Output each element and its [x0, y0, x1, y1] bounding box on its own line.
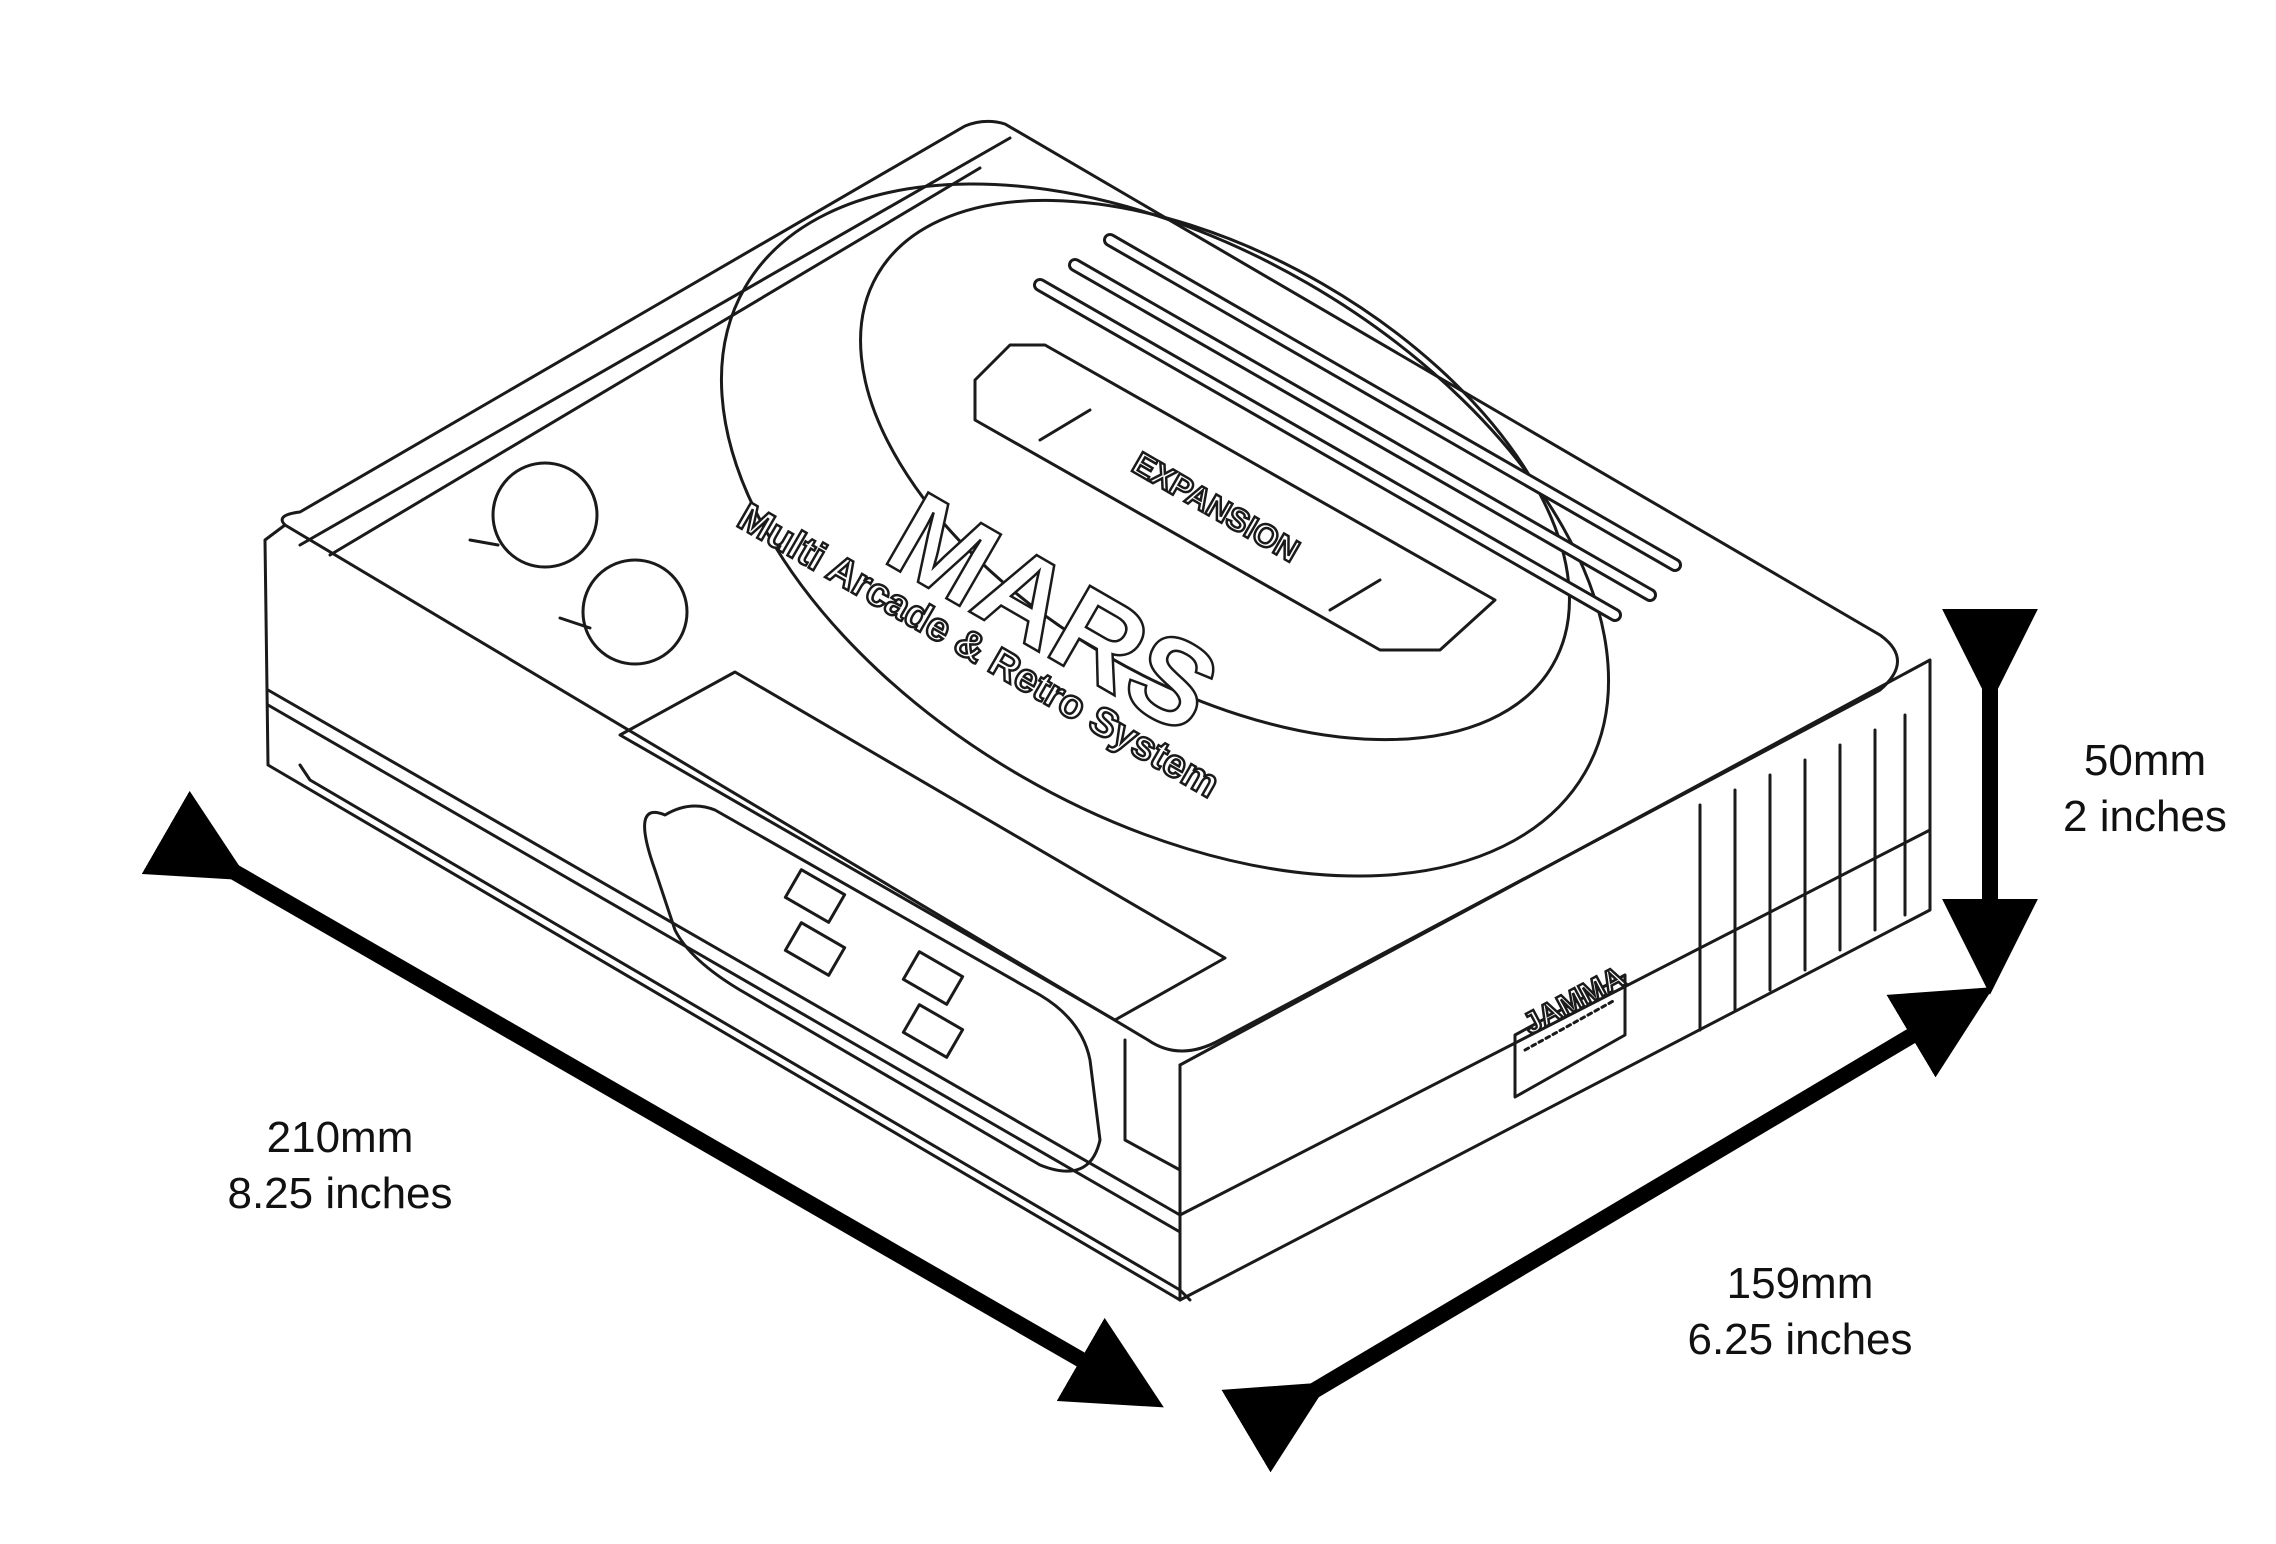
depth-arrow	[1221, 987, 1994, 1473]
depth-mm: 159mm	[1726, 1259, 1874, 1308]
width-mm: 210mm	[266, 1113, 414, 1162]
expansion-recess	[973, 343, 1497, 652]
console-top-face	[280, 119, 1899, 1053]
usb-panel	[643, 804, 1102, 1173]
width-dimension-label: 210mm 8.25 inches	[190, 1110, 490, 1222]
width-arrow	[141, 790, 1164, 1408]
depth-dimension-label: 159mm 6.25 inches	[1650, 1256, 1950, 1368]
reset-button	[581, 558, 689, 666]
depth-inches: 6.25 inches	[1687, 1315, 1913, 1364]
usb-port-4	[901, 1003, 965, 1059]
height-dimension-label: 50mm 2 inches	[2030, 733, 2260, 845]
usb-port-3	[901, 950, 965, 1006]
height-inches: 2 inches	[2063, 792, 2227, 841]
console-right-side	[1178, 658, 1932, 1302]
height-mm: 50mm	[2083, 736, 2207, 785]
power-button	[491, 461, 599, 569]
console-dome	[719, 182, 1611, 878]
width-inches: 8.25 inches	[227, 1169, 453, 1218]
usb-port-2	[783, 921, 847, 977]
expansion-text: EXPANSION	[1127, 445, 1306, 569]
